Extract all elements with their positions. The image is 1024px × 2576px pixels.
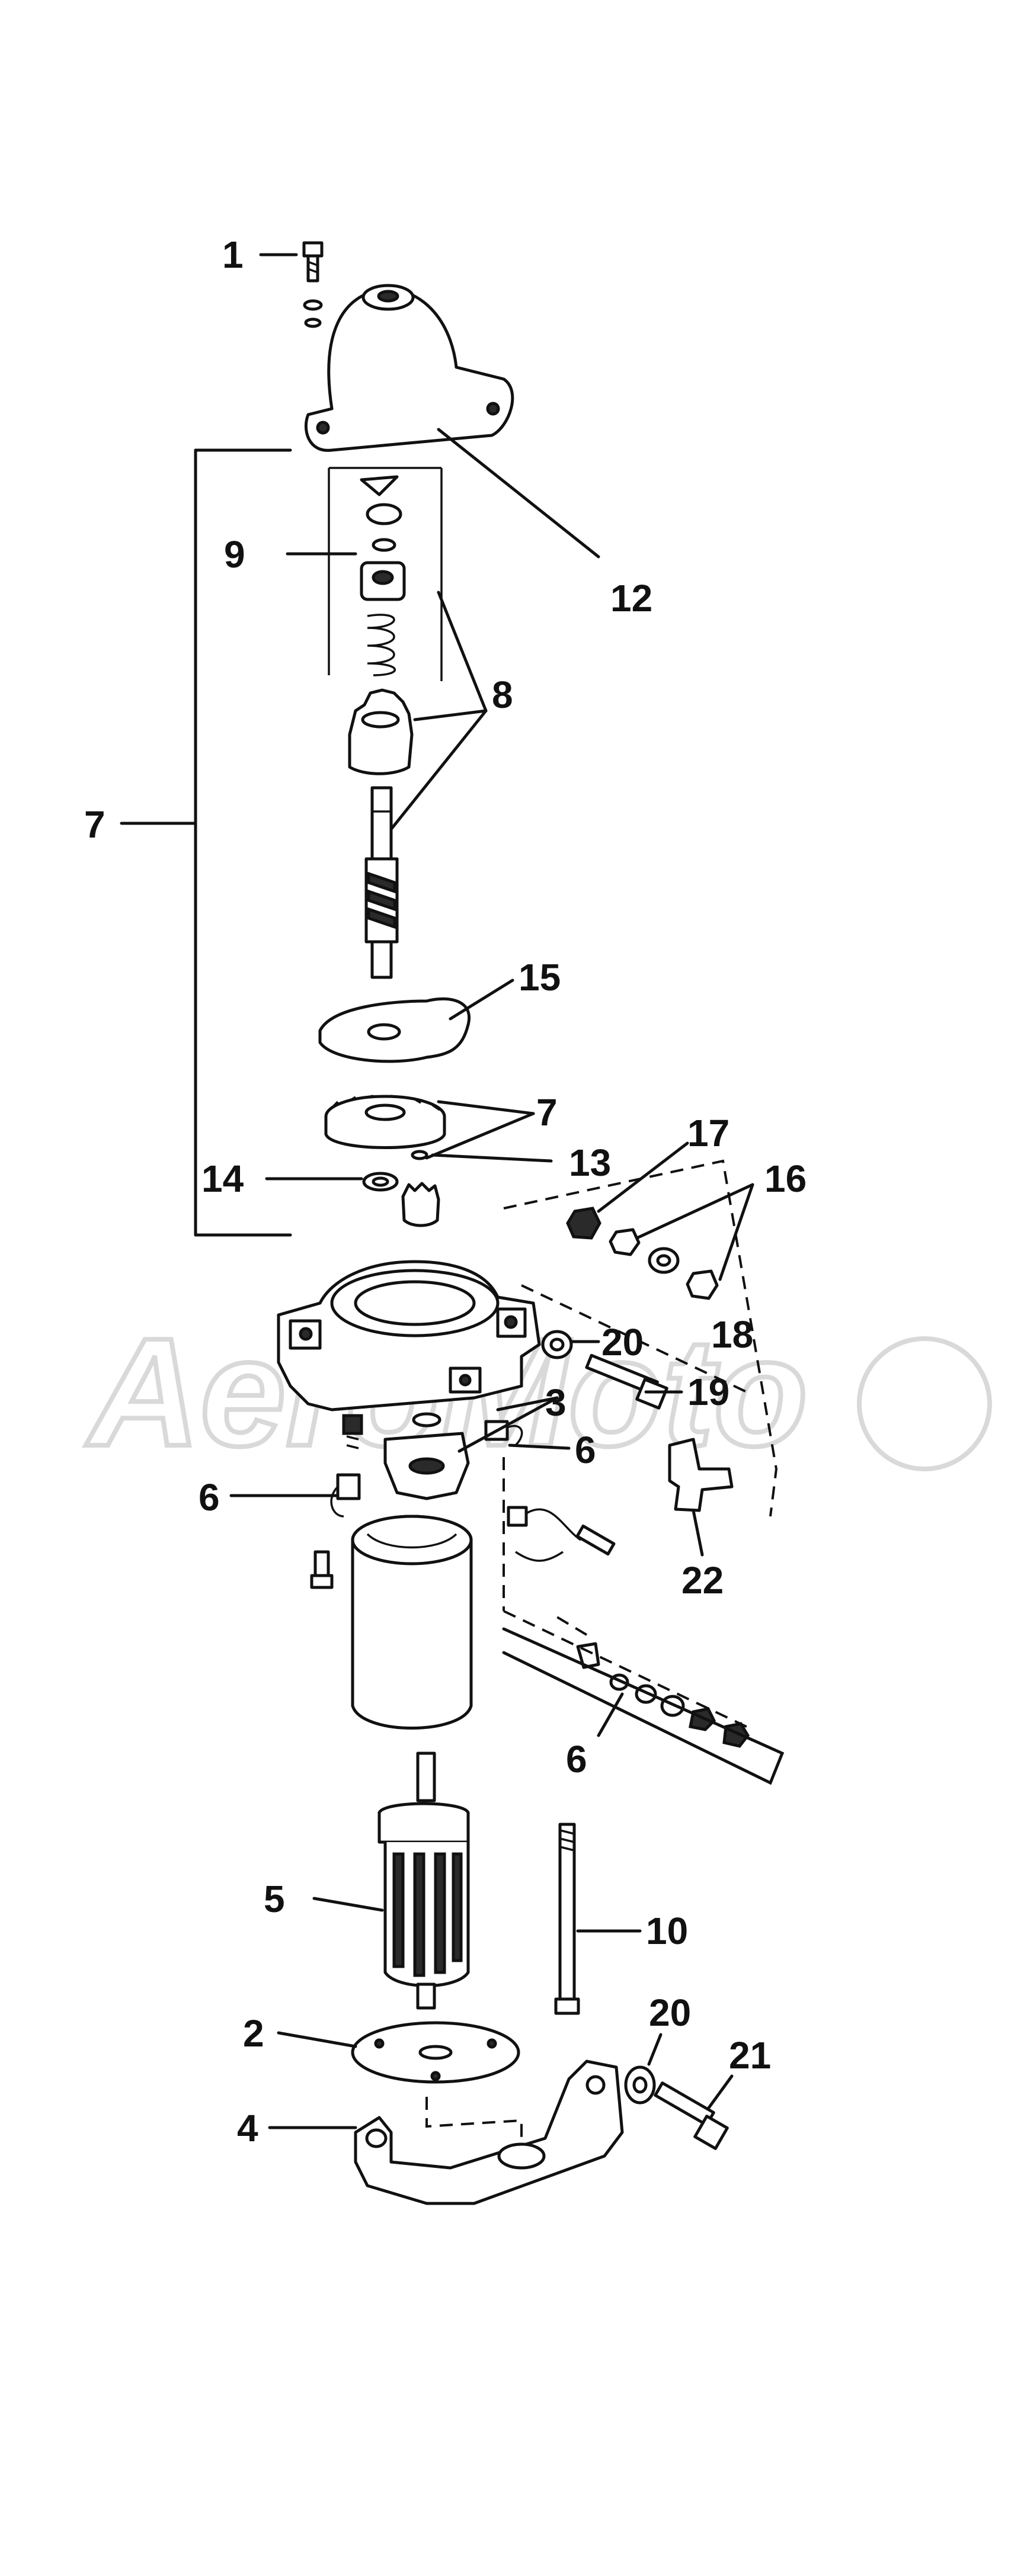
part-bracket-4 xyxy=(354,2059,624,2205)
part-drive-kit-9 xyxy=(328,467,443,681)
part-plate-15 xyxy=(318,997,471,1063)
callout-21: 21 xyxy=(729,2034,771,2077)
callout-7-gear: 7 xyxy=(536,1091,558,1134)
callout-labels: 1 12 9 8 7 15 7 14 13 17 16 18 20 19 3 6… xyxy=(84,233,807,2150)
part-brush-screw xyxy=(310,1550,334,1589)
callout-18: 18 xyxy=(711,1313,753,1356)
part-washer-14 xyxy=(362,1172,399,1192)
leader-lines xyxy=(120,253,785,2129)
callout-19: 19 xyxy=(687,1371,729,1413)
callout-3: 3 xyxy=(545,1381,567,1424)
part-small-gear-13 xyxy=(401,1150,440,1227)
callout-9: 9 xyxy=(224,533,245,576)
callout-20-upper: 20 xyxy=(601,1321,644,1364)
callout-17: 17 xyxy=(687,1112,729,1154)
callout-13: 13 xyxy=(569,1141,611,1184)
callout-12: 12 xyxy=(610,577,652,620)
part-through-bolt-10 xyxy=(554,1823,580,2015)
part-bolt-19 xyxy=(585,1353,668,1410)
callout-16: 16 xyxy=(764,1157,807,1200)
callout-2: 2 xyxy=(243,2012,264,2055)
part-large-gear-7 xyxy=(324,1095,446,1149)
part-armature-5 xyxy=(377,1751,470,2010)
part-drive-shaft-7 xyxy=(364,786,399,979)
callout-7-shaft: 7 xyxy=(84,803,105,846)
part-screw-1 xyxy=(302,241,324,328)
callout-14: 14 xyxy=(201,1157,244,1200)
watermark-wheel-icon xyxy=(857,1336,992,1471)
part-washer-20-upper xyxy=(541,1330,573,1359)
part-terminal-stud-22 xyxy=(668,1438,734,1512)
callout-1: 1 xyxy=(222,233,244,276)
callout-10: 10 xyxy=(646,1910,688,1952)
part-brush-plate-3 xyxy=(342,1412,470,1500)
part-nut-17 xyxy=(566,1207,601,1240)
part-washer-20-lower xyxy=(624,2065,656,2105)
callout-5: 5 xyxy=(264,1878,285,1920)
part-thrust-plate-2 xyxy=(351,2021,520,2084)
callout-6-terminal: 6 xyxy=(566,1738,587,1781)
part-field-frame xyxy=(351,1515,473,1730)
part-brush-6-left xyxy=(330,1473,361,1518)
callout-15: 15 xyxy=(519,956,561,999)
callout-22: 22 xyxy=(681,1559,724,1602)
callout-6-brush-right: 6 xyxy=(575,1429,596,1471)
callout-8: 8 xyxy=(492,673,513,716)
part-bolt-21 xyxy=(654,2081,729,2150)
part-terminal-wire xyxy=(507,1506,616,1562)
part-end-cap-12 xyxy=(304,284,514,452)
part-pinion-gear-8 xyxy=(348,688,414,775)
callout-4: 4 xyxy=(237,2107,258,2150)
part-housing xyxy=(277,1260,541,1411)
callout-20-lower: 20 xyxy=(649,1991,691,2034)
callout-6-brush-left: 6 xyxy=(199,1476,220,1519)
part-nuts-washers-16 xyxy=(609,1228,719,1300)
